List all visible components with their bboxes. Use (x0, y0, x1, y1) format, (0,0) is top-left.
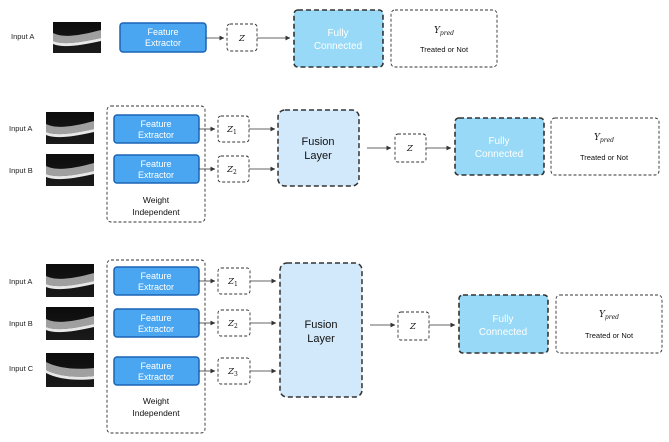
feature-extractor-label-line2: Extractor (138, 372, 174, 382)
latent-z1-box: Z1 (217, 267, 251, 295)
oct-scan-image (46, 353, 94, 387)
treated-or-not-label: Treated or Not (585, 331, 634, 340)
y-pred-label: Ypred (594, 133, 614, 144)
weight-independent-label-line1: Weight (143, 195, 170, 205)
input-label: Input A (9, 124, 32, 133)
feature-extractor-block: Feature Extractor (113, 114, 200, 144)
y-pred-label: Ypred (599, 310, 619, 321)
oct-scan-image (53, 22, 101, 53)
fully-connected-label-line1: Fully (488, 136, 509, 147)
latent-z1-box: Z1 (217, 115, 250, 143)
output-box: Ypred Treated or Not (555, 294, 663, 354)
fusion-layer-label-line2: Layer (307, 333, 335, 345)
oct-scan-image (46, 307, 94, 340)
treated-or-not-label: Treated or Not (580, 153, 629, 162)
feature-extractor-label-line1: Feature (140, 313, 171, 323)
weight-independent-label-line1: Weight (143, 396, 170, 406)
feature-extractor-label-line2: Extractor (138, 324, 174, 334)
fusion-layer-block: Fusion Layer (279, 262, 363, 398)
input-label: Input A (11, 32, 34, 41)
feature-extractor-block: Feature Extractor (113, 266, 200, 296)
feature-extractor-label-line1: Feature (140, 159, 171, 169)
latent-z-box: Z (226, 23, 258, 52)
feature-extractor-label-line1: Feature (140, 271, 171, 281)
y-pred-label: Ypred (434, 26, 454, 37)
latent-z2-label: Z2 (227, 319, 238, 330)
fully-connected-label-line2: Connected (314, 41, 362, 52)
fusion-layer-label-line1: Fusion (301, 136, 334, 148)
feature-extractor-label-line2: Extractor (138, 130, 174, 140)
latent-z3-label: Z3 (227, 367, 238, 378)
latent-z2-box: Z2 (217, 309, 251, 337)
latent-z-box: Z (397, 311, 430, 341)
latent-z2-box: Z2 (217, 155, 250, 183)
feature-extractor-block: Feature Extractor (119, 22, 207, 53)
fully-connected-label-line2: Connected (475, 149, 523, 160)
latent-z3-box: Z3 (217, 357, 251, 385)
fusion-layer-label-line2: Layer (304, 150, 332, 162)
feature-extractor-label-line2: Extractor (138, 282, 174, 292)
feature-extractor-block: Feature Extractor (113, 154, 200, 184)
latent-z-label: Z (238, 34, 246, 44)
fully-connected-label-line1: Fully (492, 314, 513, 325)
latent-z1-label: Z1 (226, 125, 237, 136)
fully-connected-label-line2: Connected (479, 327, 527, 338)
treated-or-not-label: Treated or Not (420, 45, 469, 54)
input-label: Input C (9, 364, 34, 373)
latent-z-label: Z (406, 144, 414, 154)
output-box: Ypred Treated or Not (550, 117, 660, 176)
weight-independent-group: Weight Independent (106, 105, 206, 223)
feature-extractor-block: Feature Extractor (113, 356, 200, 386)
fusion-layer-block: Fusion Layer (277, 109, 360, 187)
fusion-layer-label-line1: Fusion (304, 319, 337, 331)
fully-connected-block: Fully Connected (458, 294, 549, 354)
weight-independent-group: Weight Independent (106, 259, 206, 434)
oct-scan-image (46, 112, 94, 144)
panel-single-input: Input A Feature Extractor Z Fully Connec… (11, 9, 498, 68)
panel-three-inputs: Input A Input B Input C Weight Independe… (9, 259, 663, 434)
fully-connected-block: Fully Connected (454, 117, 545, 176)
weight-independent-label-line2: Independent (132, 408, 180, 418)
input-label: Input B (9, 319, 33, 328)
oct-scan-image (46, 154, 94, 186)
output-box: Ypred Treated or Not (390, 9, 498, 68)
fully-connected-block: Fully Connected (293, 9, 384, 68)
panel-two-inputs: Input A Input B Weight Independent Featu… (9, 105, 660, 223)
latent-z2-label: Z2 (226, 165, 237, 176)
feature-extractor-label-line1: Feature (147, 27, 178, 37)
feature-extractor-label-line2: Extractor (138, 170, 174, 180)
latent-z-box: Z (394, 133, 427, 163)
weight-independent-label-line2: Independent (132, 207, 180, 217)
feature-extractor-block: Feature Extractor (113, 308, 200, 338)
feature-extractor-label-line1: Feature (140, 119, 171, 129)
input-label: Input A (9, 277, 32, 286)
input-label: Input B (9, 166, 33, 175)
feature-extractor-label-line2: Extractor (145, 38, 181, 48)
fully-connected-label-line1: Fully (327, 28, 348, 39)
oct-scan-image (46, 264, 94, 297)
feature-extractor-label-line1: Feature (140, 361, 171, 371)
latent-z1-label: Z1 (227, 277, 238, 288)
latent-z-label: Z (409, 322, 417, 332)
